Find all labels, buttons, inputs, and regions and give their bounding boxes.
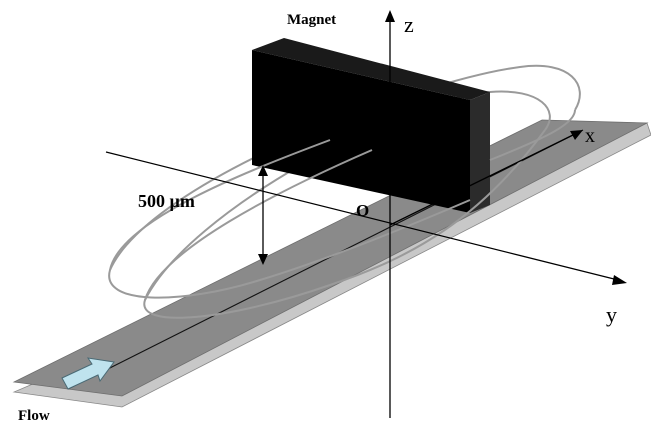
y-axis-line — [105, 151, 619, 281]
magnet-block — [252, 38, 490, 213]
field-lines-front — [108, 109, 576, 319]
distance-indicator — [258, 165, 268, 265]
y-axis-arrowhead — [612, 275, 627, 285]
flow-label: Flow — [18, 408, 50, 424]
origin-label: O — [356, 201, 369, 220]
magnet-label: Magnet — [287, 12, 336, 28]
z-axis-label: z — [404, 12, 414, 37]
x-axis-label: x — [585, 125, 595, 147]
distance-arrow-bottom — [258, 254, 268, 265]
x-axis-line — [389, 133, 576, 226]
z-axis-arrowhead — [385, 10, 395, 22]
distance-label: 500 µm — [138, 191, 195, 211]
field-loop-outer-right — [489, 109, 576, 161]
flow-arrow-icon — [61, 357, 115, 390]
magnet-front-face — [252, 50, 470, 213]
field-loop-outer-front — [108, 139, 471, 299]
y-axis-label: y — [606, 302, 617, 327]
distance-arrow-top — [258, 165, 268, 176]
x-axis-arrowhead — [570, 130, 583, 140]
channel-centerline — [67, 129, 584, 390]
field-loop-inner-front — [143, 129, 546, 319]
magnet-top-face — [252, 38, 490, 100]
axes — [105, 10, 627, 418]
